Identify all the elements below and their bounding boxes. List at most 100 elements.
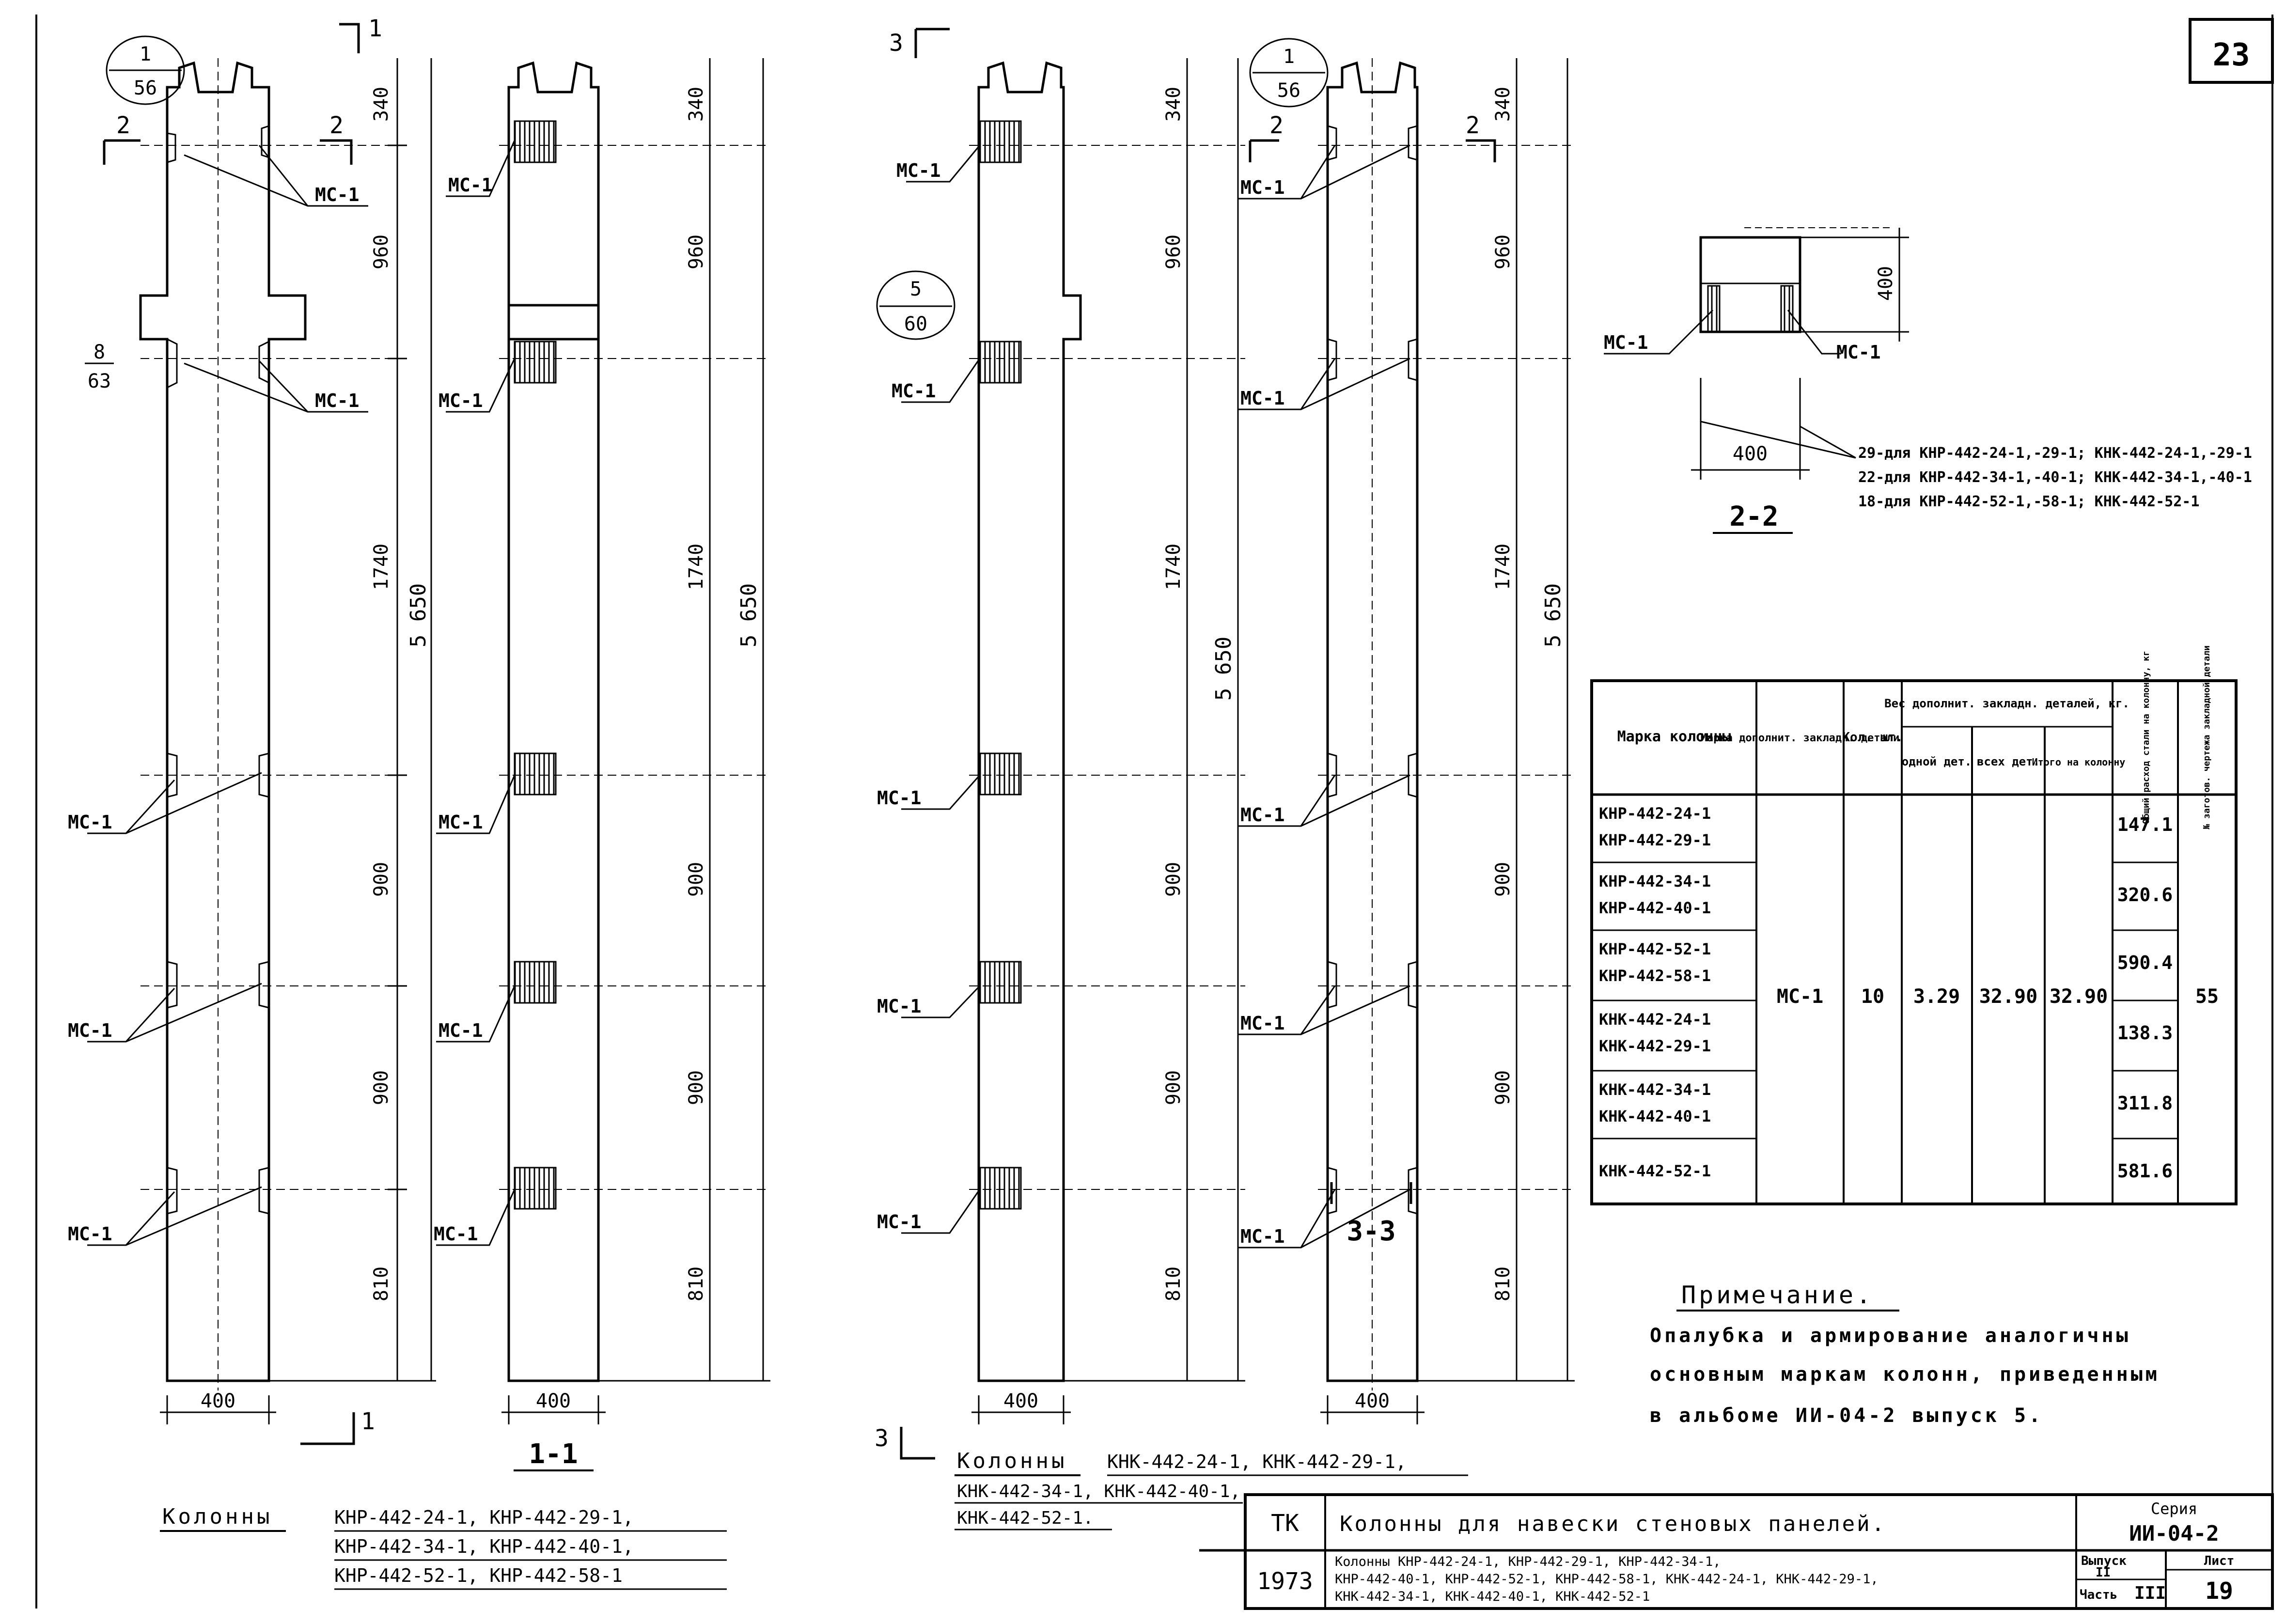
leaders-d [1238,144,1410,1249]
embedded-plates-1-1 [514,120,557,1210]
row5-total: 311.8 [2117,1093,2173,1114]
row2-mark-a: КНР-442-34-1 [1599,872,1711,890]
ms1-label-d3: МС-1 [1240,804,1285,826]
th-one: одной дет. [1902,755,1972,768]
dim-5650-c: 5 650 [1211,637,1236,701]
row6-mark-a: КНК-442-52-1 [1599,1162,1711,1180]
callout-1-56-d: 1 56 [1249,38,1329,108]
table-body: КНР-442-24-1 КНР-442-29-1 147.1 КНР-442-… [1599,804,2219,1182]
column-elevation-knr [139,61,307,1382]
dim-960-b: 960 [685,234,707,269]
row1-mark-a: КНР-442-24-1 [1599,804,1711,823]
section-2-2-note-1: 29-для КНР-442-24-1,-29-1; КНК-442-24-1,… [1858,445,2252,462]
dim-810-c: 810 [1162,1266,1185,1301]
th-all: всех дет. [1977,755,2040,768]
cut-label-2-d-left: 2 [1269,112,1284,139]
leaders-2-2 [1604,309,1856,459]
title-block-title: Колонны для навески стеновых панелей. [1340,1512,1886,1536]
cell-all: 32.90 [1979,985,2037,1008]
title-block-desc-3: КНК-442-34-1, КНК-442-40-1, КНК-442-52-1 [1335,1589,1650,1604]
axis-lines-d [1318,58,1575,1390]
cut-marks-d [1249,139,1496,1204]
ms1-label-b2: МС-1 [438,390,483,411]
svg-text:60: 60 [904,313,927,335]
column-section-3-3 [1326,61,1419,1382]
cut-label-1-bottom: 1 [361,1408,375,1435]
leaders-c [901,145,981,1234]
dim-960-a: 960 [370,234,392,269]
sheet-number: 23 [2212,37,2250,73]
title-block-org: ТК [1271,1510,1299,1537]
svg-text:1: 1 [140,43,151,65]
cut-label-2-a-left: 2 [116,112,130,139]
dim-900-c1: 900 [1162,862,1185,897]
axis-lines-b [499,145,770,1190]
caption-knr-line-3: КНР-442-52-1, КНР-442-58-1 [334,1565,623,1586]
title-block-issue: II [2096,1565,2111,1580]
row2-mark-b: КНР-442-40-1 [1599,899,1711,917]
dim-900-c2: 900 [1162,1070,1185,1105]
caption-knk-prefix: Колонны [957,1449,1067,1473]
cell-per-col: 32.90 [2050,985,2108,1008]
section-2-2-drawing [1699,227,1890,333]
note-line-3: в альбоме ИИ-04-2 выпуск 5. [1650,1405,2043,1427]
cut-label-3-top: 3 [889,30,903,57]
row4-mark-a: КНК-442-24-1 [1599,1010,1711,1029]
dim-400-d: 400 [1355,1390,1390,1412]
caption-knk-line-3: КНК-442-52-1. [957,1508,1094,1528]
column-elevation-knk [977,61,1082,1382]
section-label-3-3: 3-3 [1347,1216,1395,1247]
cut-label-1-top: 1 [368,15,382,42]
row1-mark-b: КНР-442-29-1 [1599,831,1711,849]
dim-1740-d: 1740 [1492,544,1514,590]
title-block-series-label: Серия [2151,1499,2197,1518]
cut-marks-c [900,28,950,1460]
dim-340-c: 340 [1162,87,1185,122]
dim-900-d2: 900 [1492,1070,1514,1105]
cell-part: МС-1 [1777,985,1823,1008]
title-block-year: 1973 [1257,1568,1313,1595]
ms1-label-d1: МС-1 [1240,177,1285,198]
title-block-issue-label: Выпуск [2081,1554,2127,1568]
ms1-label-22b: МС-1 [1836,342,1881,363]
dim-340-d: 340 [1492,87,1514,122]
ms1-label-c4: МС-1 [877,996,922,1017]
axis-lines-a [141,58,407,1390]
leaders-b [436,140,516,1246]
row1-total: 147.1 [2117,814,2173,835]
dim-960-c: 960 [1162,234,1185,269]
callout-1-56-a: 1 56 [106,35,185,105]
cut-label-3-bottom: 3 [875,1425,889,1452]
th-weight: Вес дополнит. закладн. деталей, кг. [1884,697,2129,710]
row4-total: 138.3 [2117,1022,2173,1044]
row2-total: 320.6 [2117,884,2173,906]
ms1-label-c2: МС-1 [892,380,936,402]
svg-text:56: 56 [134,77,157,99]
dim-400-b: 400 [536,1390,571,1412]
leaders-a [87,145,368,1246]
dim-340-a: 340 [370,87,392,122]
dim-900-a1: 900 [370,862,392,897]
note-line-2: основным маркам колонн, приведенным [1650,1363,2160,1386]
dimension-chain-c [971,58,1245,1424]
dimension-chain-d [1320,58,1575,1424]
dim-400-height-2-2: 400 [1875,266,1897,301]
caption-knk-line-1: КНК-442-24-1, КНК-442-29-1, [1107,1451,1407,1472]
callout-5-60: 5 60 [876,270,955,340]
ms1-label-a4: МС-1 [68,1020,112,1041]
th-per-col: Итого на колонну [2032,756,2126,768]
ms1-label-a5: МС-1 [68,1223,112,1245]
dim-5650-b: 5 650 [736,583,761,647]
embedded-plates-knk [979,120,1022,1210]
section-2-2-note-2: 22-для КНР-442-34-1,-40-1; КНК-442-34-1,… [1858,469,2252,486]
dim-400-a: 400 [201,1390,235,1412]
table-header: Марка колонны Марка дополнит. закладн. д… [1617,645,2212,829]
th-total: Общий расход стали на колонну, кг [2141,651,2151,824]
title-block-desc-1: Колонны КНР-442-24-1, КНР-442-29-1, КНР-… [1335,1554,1721,1569]
dim-400-c: 400 [1003,1390,1038,1412]
caption-knk: Колонны КНК-442-24-1, КНК-442-29-1, КНК-… [955,1449,1468,1530]
th-part: Марка дополнит. закладн. детали [1701,732,1900,744]
dim-900-a2: 900 [370,1070,392,1105]
section-label-2-2: 2-2 [1729,501,1778,532]
